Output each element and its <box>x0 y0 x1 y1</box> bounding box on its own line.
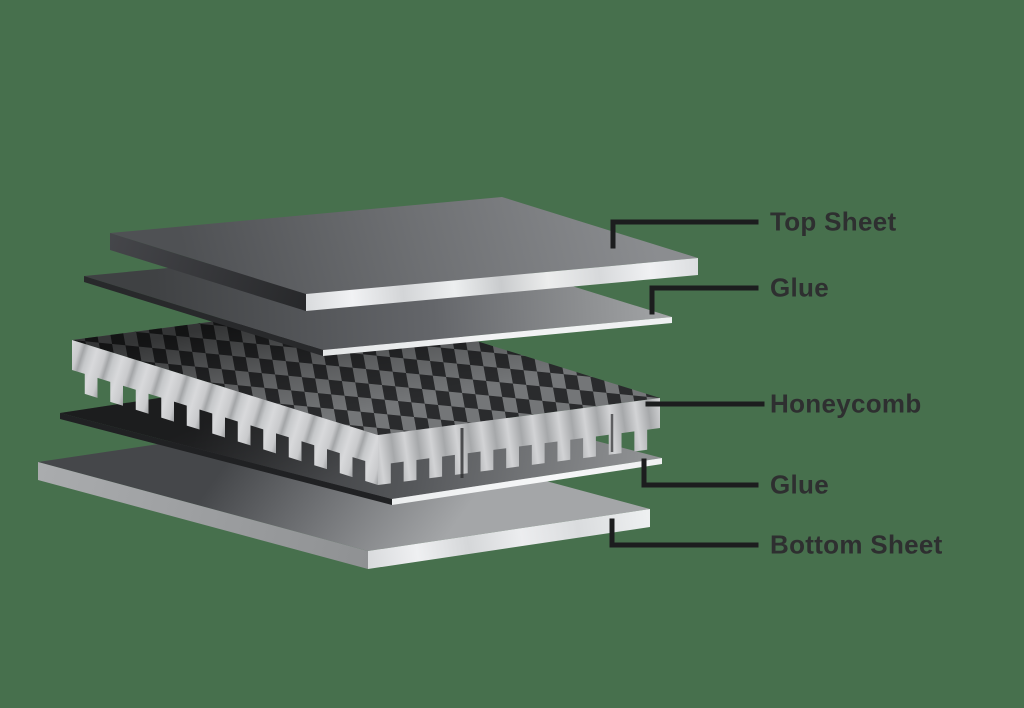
connector-lines <box>609 219 765 548</box>
top-sheet-layer <box>110 197 698 311</box>
connector-bottom-sheet <box>609 518 759 548</box>
label-bottom-sheet: Bottom Sheet <box>770 529 943 560</box>
label-glue-bottom: Glue <box>770 469 829 500</box>
connector-top-sheet <box>610 219 759 249</box>
connector-glue-bottom <box>641 458 759 488</box>
label-top-sheet: Top Sheet <box>770 206 897 237</box>
label-honeycomb: Honeycomb <box>770 388 922 419</box>
honeycomb-layer <box>72 303 660 485</box>
connector-glue-top <box>649 285 759 315</box>
label-glue-top: Glue <box>770 272 829 303</box>
